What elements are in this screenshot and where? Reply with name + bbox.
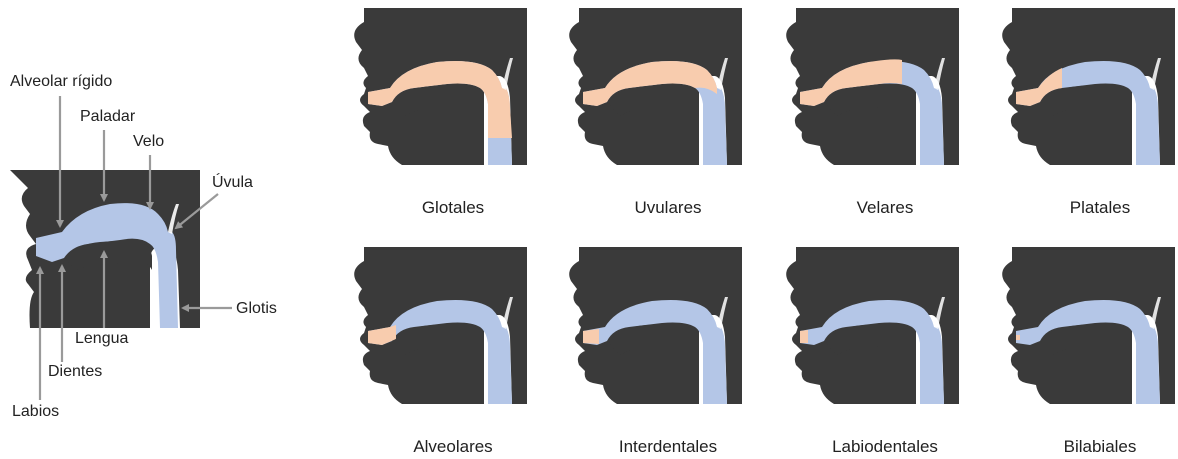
- panel-interdentales: [557, 247, 742, 404]
- panel-label-alveolares: Alveolares: [413, 437, 492, 456]
- panel-glotales: [342, 8, 527, 165]
- panel-alveolares: [342, 247, 527, 404]
- panel-labiodentales: [774, 247, 959, 404]
- panel-velares: [774, 8, 959, 165]
- label-alveolar: Alveolar rígido: [10, 73, 112, 90]
- label-uvula: Úvula: [212, 172, 253, 191]
- label-velo: Velo: [133, 133, 164, 150]
- panel-label-interdentales: Interdentales: [619, 437, 717, 456]
- panel-bilabiales: [990, 247, 1175, 404]
- panel-label-labiodentales: Labiodentales: [832, 437, 938, 456]
- label-dientes: Dientes: [48, 363, 102, 380]
- panel-label-uvulares: Uvulares: [634, 198, 701, 217]
- panel-label-glotales: Glotales: [422, 198, 484, 217]
- panel-label-bilabiales: Bilabiales: [1064, 437, 1137, 456]
- label-paladar: Paladar: [80, 108, 136, 125]
- panel-uvulares: [557, 8, 742, 165]
- panel-label-platales: Platales: [1070, 198, 1130, 217]
- label-labios: Labios: [12, 403, 59, 420]
- label-glotis: Glotis: [236, 300, 277, 317]
- panel-constriction: [583, 329, 599, 344]
- panel-platales: [990, 8, 1175, 165]
- panel-label-velares: Velares: [857, 198, 914, 217]
- label-lengua: Lengua: [75, 330, 128, 347]
- panel-constriction: [1016, 335, 1020, 340]
- panel-constriction: [800, 330, 808, 343]
